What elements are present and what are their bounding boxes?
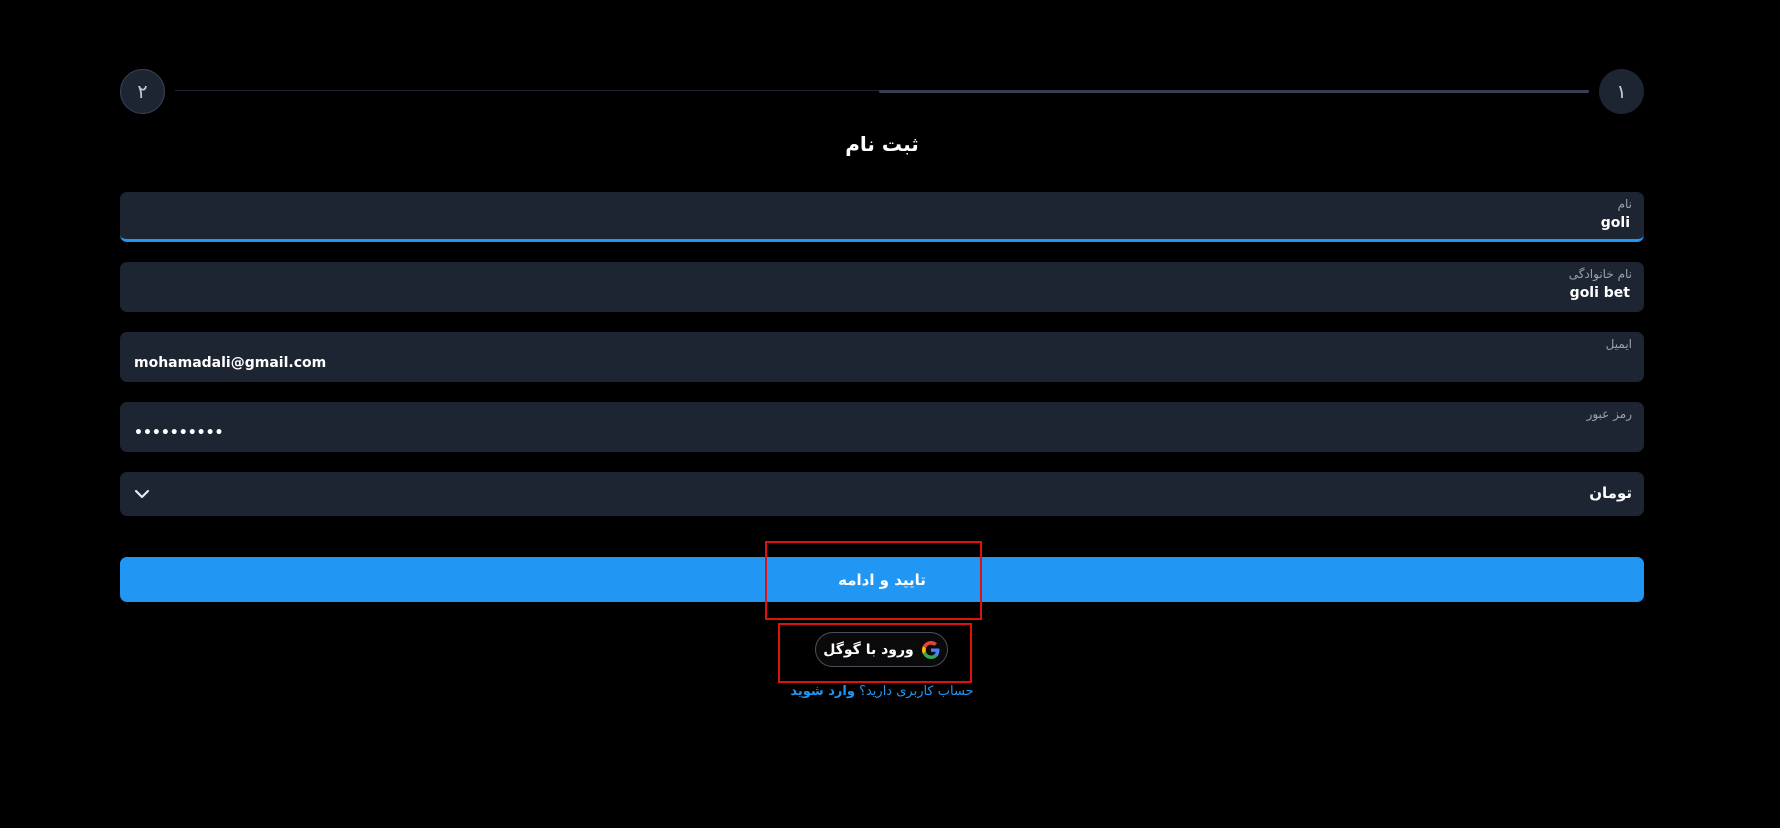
step-2-indicator: ۲: [120, 69, 165, 114]
login-question: حساب کاربری دارید؟: [859, 684, 974, 699]
email-label: ایمیل: [1605, 337, 1632, 351]
login-prompt: حساب کاربری دارید؟ وارد شوید: [0, 684, 1764, 699]
chevron-down-icon: [134, 489, 150, 499]
currency-selected-value: تومان: [1589, 484, 1632, 502]
submit-continue-button[interactable]: تایید و ادامه: [120, 557, 1644, 602]
progress-stepper: ۲ ۱: [120, 69, 1644, 114]
last-name-input[interactable]: goli bet: [1569, 285, 1630, 301]
email-input[interactable]: mohamadali@gmail.com: [134, 355, 327, 371]
google-login-label: ورود با گوگل: [823, 641, 914, 658]
page-title: ثبت نام: [845, 132, 919, 156]
email-field[interactable]: ایمیل mohamadali@gmail.com: [120, 332, 1644, 382]
submit-highlight-box: [765, 541, 982, 620]
step-progress-bar: [879, 90, 1589, 93]
login-link[interactable]: وارد شوید: [790, 684, 855, 699]
last-name-field[interactable]: نام خانوادگی goli bet: [120, 262, 1644, 312]
first-name-label: نام: [1617, 197, 1632, 211]
google-highlight-box: [778, 623, 972, 683]
last-name-label: نام خانوادگی: [1568, 267, 1632, 281]
first-name-field[interactable]: نام goli: [120, 192, 1644, 242]
google-icon: [921, 640, 940, 659]
password-input[interactable]: ••••••••••: [134, 425, 224, 441]
password-label: رمز عبور: [1586, 407, 1632, 421]
first-name-input[interactable]: goli: [1600, 215, 1630, 231]
password-field[interactable]: رمز عبور ••••••••••: [120, 402, 1644, 452]
step-1-indicator: ۱: [1599, 69, 1644, 114]
google-login-button[interactable]: ورود با گوگل: [815, 632, 948, 667]
currency-select[interactable]: تومان: [120, 472, 1644, 516]
